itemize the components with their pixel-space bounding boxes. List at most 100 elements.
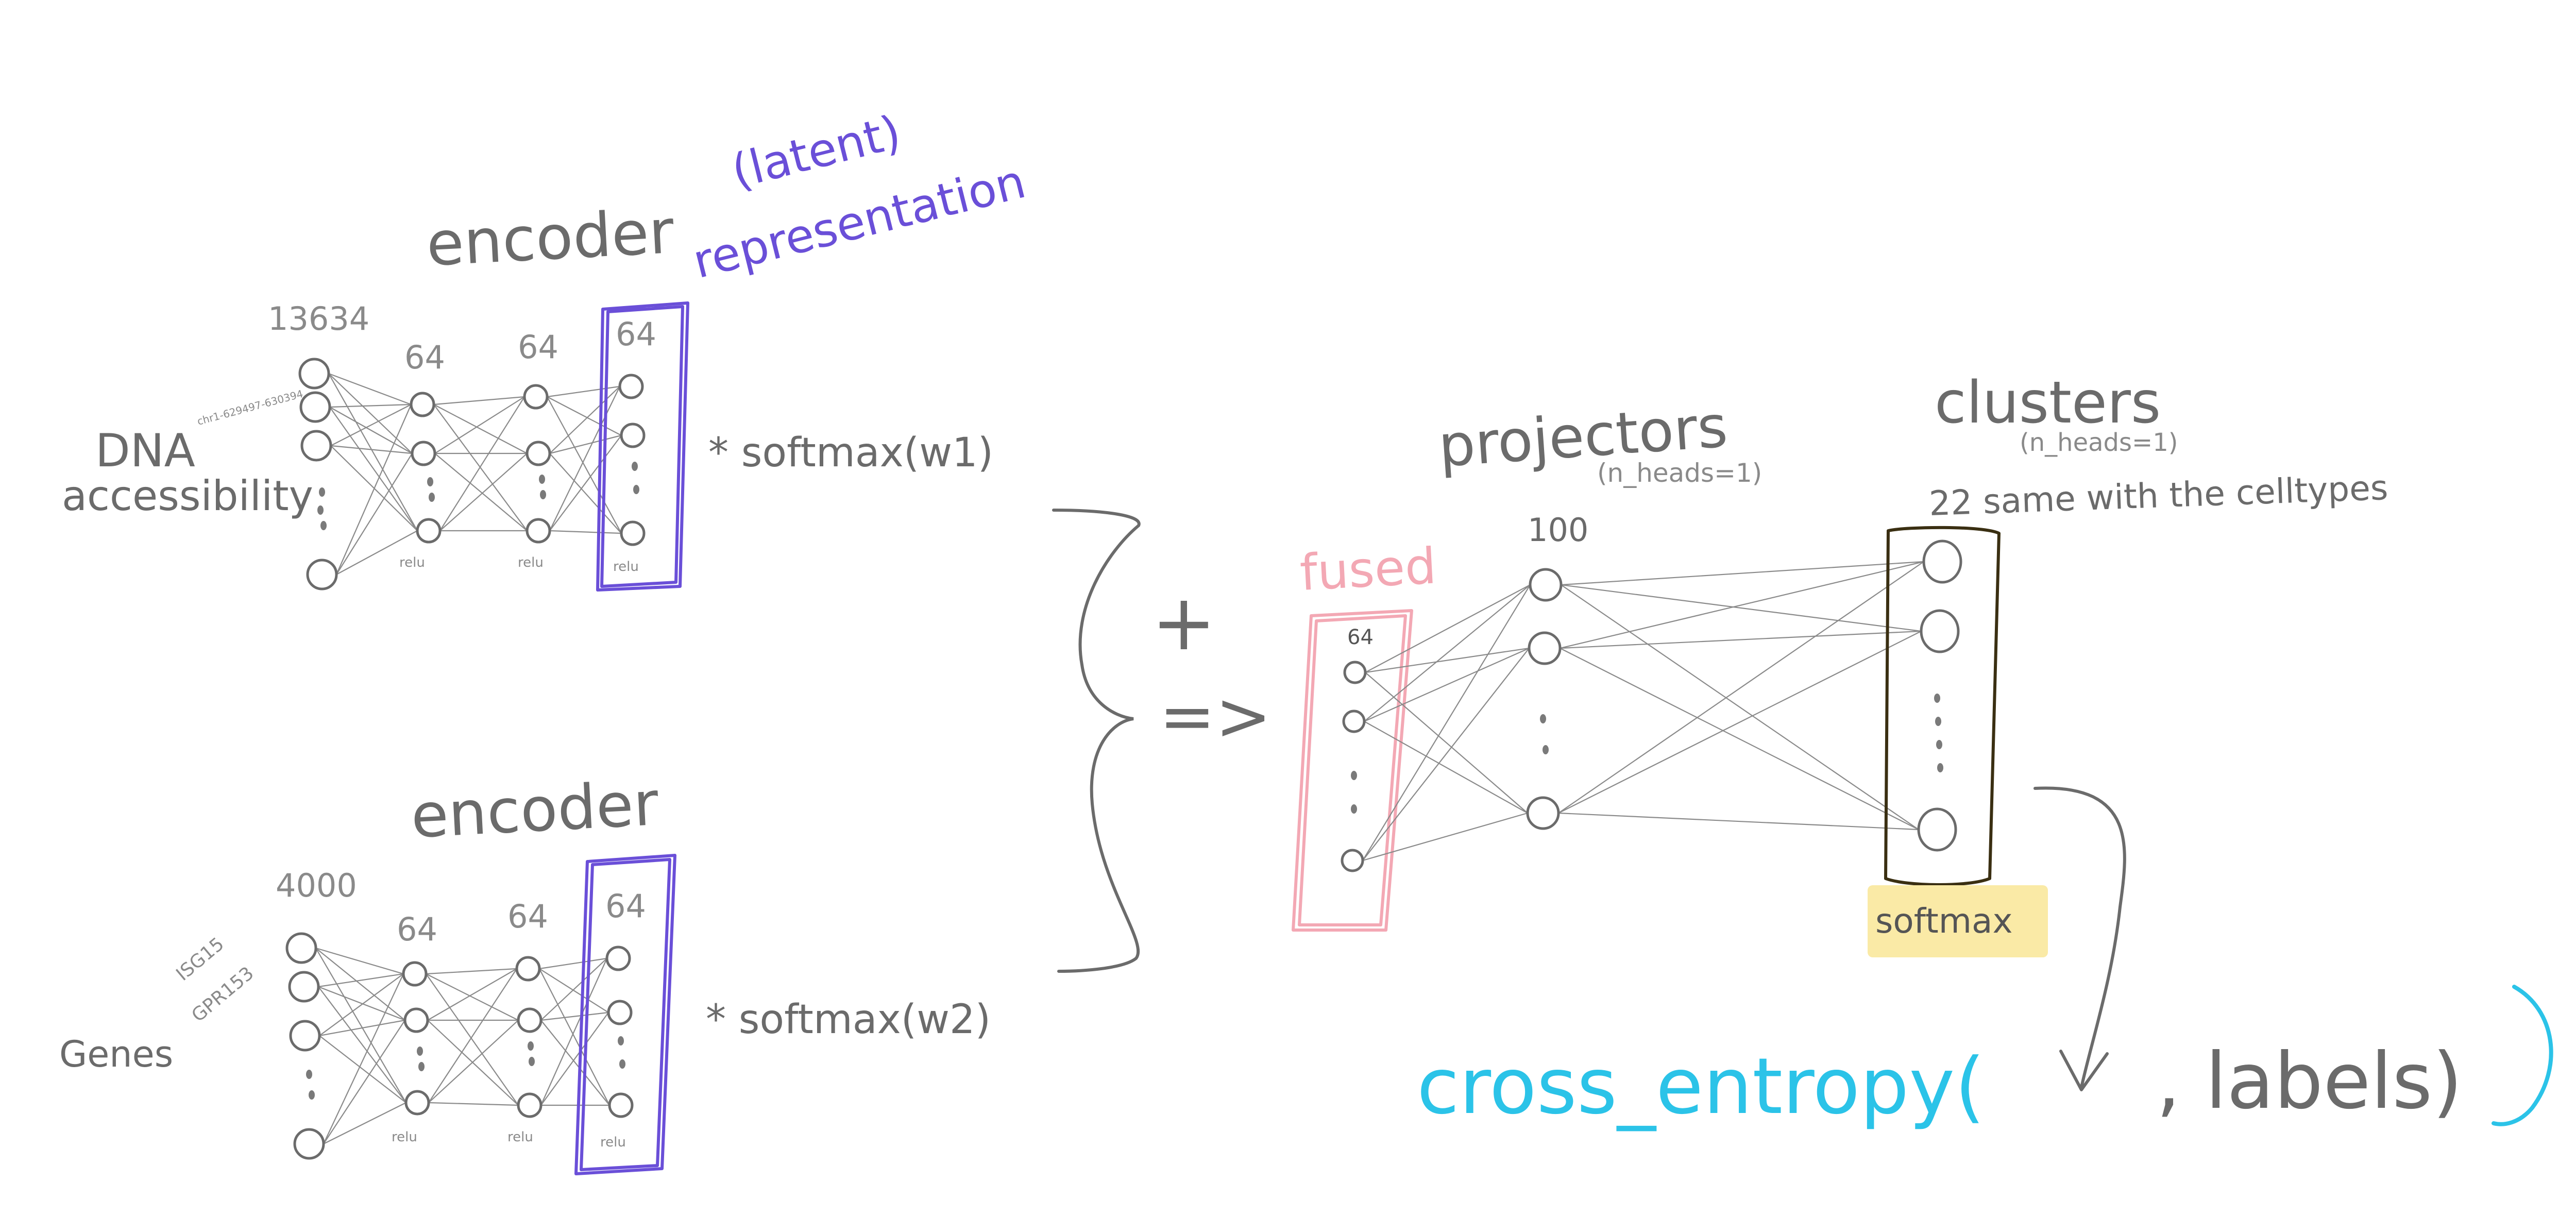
encoder-bottom-edge (540, 958, 607, 1021)
clusters-box (1884, 526, 2001, 886)
encoder-bottom-edge (318, 973, 404, 988)
encoder-bottom-title: encoder (409, 768, 660, 852)
encoder-top-neuron (523, 384, 549, 410)
encoder-top-edge (329, 407, 413, 454)
head-edge (1560, 648, 1919, 830)
encoder-bottom-neuron (289, 1020, 321, 1052)
head-edge (1364, 721, 1528, 814)
head-neuron (1343, 661, 1367, 684)
encoder-bottom-edge (539, 968, 609, 1013)
encoder-top-input-label-line1: DNA (95, 424, 195, 477)
encoder-top-relu-3: relu (613, 559, 639, 575)
loss-text-right: , labels) (2156, 1037, 2463, 1126)
encoder-bottom-ellipsis-dot (309, 1090, 315, 1100)
encoder-top-neuron (300, 430, 332, 462)
head-neuron (1920, 609, 1960, 653)
fusion-plus: + (1151, 578, 1216, 668)
encoder-bottom-edge (426, 973, 519, 1021)
head-ellipsis-dot (1543, 745, 1549, 754)
encoder-top-edge (434, 453, 528, 531)
encoder-top-edge (439, 453, 528, 531)
encoder-top-edge (433, 404, 528, 454)
head-edge (1365, 647, 1530, 673)
encoder-top-relu-2: relu (518, 555, 544, 570)
encoder-bottom-neuron (403, 1007, 429, 1033)
encoder-top-edge (328, 373, 418, 531)
encoder-top-edge (328, 373, 413, 454)
head-edge (1561, 561, 1924, 586)
head-neuron (1342, 710, 1366, 733)
encoder-bottom-ellipsis-dot (529, 1057, 535, 1066)
encoder-bottom-edge (319, 973, 404, 1036)
encoder-bottom-relu-3: relu (600, 1135, 626, 1150)
head-edge (1560, 561, 1924, 649)
head-ellipsis-dot (1351, 771, 1357, 780)
encoder-top-edge (547, 385, 620, 398)
encoder-top-title: encoder (425, 196, 676, 280)
encoder-bottom-edge (319, 1035, 406, 1103)
encoder-top-edge (549, 530, 622, 534)
encoder-bottom-neuron (285, 932, 317, 964)
encoder-bottom-edge (428, 1102, 519, 1106)
loss-text-left: cross_entropy( (1417, 1042, 1985, 1132)
softmax-badge (1868, 885, 2048, 957)
head-neuron (1917, 807, 1957, 852)
encoder-bottom-ellipsis-dot (306, 1070, 312, 1079)
encoder-bottom-ellipsis-dot (418, 1062, 425, 1071)
encoder-top-edge (329, 403, 412, 408)
head-ellipsis-dot (1934, 694, 1940, 703)
encoder-top-ellipsis-dot (539, 475, 545, 484)
encoder-top-edge (549, 386, 620, 531)
head-edge (1561, 584, 1919, 830)
encoder-top-edge (549, 453, 622, 534)
loss-closing-paren (2492, 985, 2553, 1126)
head-neuron (1528, 631, 1562, 665)
fused-box (1292, 609, 1413, 932)
encoder-bottom-weight-label: * softmax(w2) (706, 997, 991, 1043)
encoder-top-neuron (526, 441, 551, 466)
encoder-bottom-ellipsis-dot (528, 1041, 534, 1051)
encoder-bottom-latent-size: 64 (605, 887, 646, 925)
encoder-bottom-edge (315, 947, 404, 975)
encoder-top-neuron (526, 518, 551, 544)
encoder-top-ellipsis-dot (633, 485, 639, 494)
head-edge (1365, 584, 1531, 673)
head-ellipsis-dot (1540, 714, 1546, 723)
encoder-top-edge (330, 445, 413, 454)
encoder-top-edge (547, 396, 622, 534)
head-edge (1561, 584, 1922, 632)
encoder-bottom-edge (540, 1020, 610, 1106)
output-arrow-head (2059, 1050, 2109, 1091)
curly-brace (1052, 509, 1141, 973)
encoder-top-neuron (410, 392, 435, 417)
encoder-bottom-relu-1: relu (392, 1129, 417, 1145)
clusters-title: clusters (1935, 369, 2161, 436)
encoder-bottom-edge (319, 1019, 405, 1037)
encoder-bottom-feature-example-1: ISG15 (172, 934, 228, 985)
encoder-bottom-edge (315, 948, 406, 1103)
encoder-bottom-neuron (404, 1090, 430, 1116)
head-ellipsis-dot (1937, 763, 1943, 772)
encoder-top-neuron (618, 374, 644, 399)
encoder-top-feature-example: chr1-629497-630394 (196, 387, 304, 428)
encoder-top-ellipsis-dot (632, 462, 638, 471)
head-edge (1362, 584, 1531, 861)
encoder-top-ellipsis-dot (320, 521, 327, 530)
encoder-bottom-edge (428, 1020, 519, 1103)
encoder-top-neuron (306, 559, 338, 590)
projectors-size: 100 (1528, 511, 1588, 549)
encoder-bottom-edge (540, 1012, 609, 1106)
encoder-bottom-input-label: Genes (59, 1033, 173, 1075)
clusters-heads: (n_heads=1) (2020, 428, 2178, 457)
encoder-top-hidden1-size: 64 (404, 339, 445, 376)
encoder-top-weight-label: * softmax(w1) (708, 430, 993, 476)
head-edge (1558, 812, 1919, 831)
encoder-top-ellipsis-dot (427, 477, 433, 486)
encoder-bottom-neuron (402, 961, 428, 987)
head-edge (1558, 561, 1924, 814)
encoder-bottom-relu-2: relu (507, 1129, 533, 1145)
encoder-top-neuron (298, 358, 330, 390)
head-edge (1362, 812, 1528, 862)
encoder-bottom-edge (426, 968, 517, 975)
projectors-heads: (n_heads=1) (1597, 458, 1762, 488)
